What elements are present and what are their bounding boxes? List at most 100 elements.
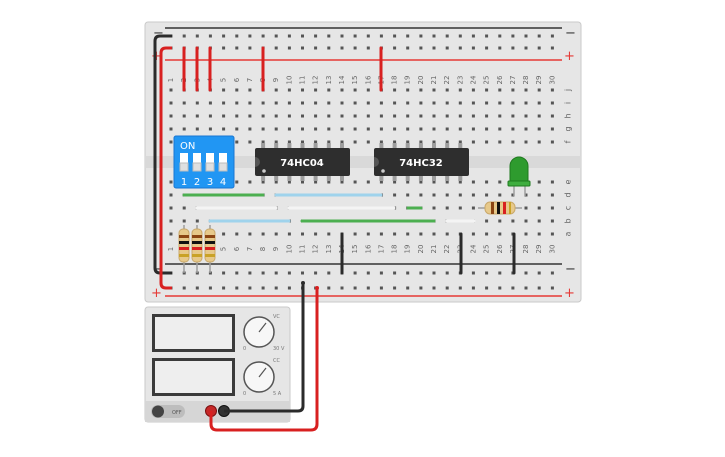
column-number-bottom: 22 — [443, 245, 451, 254]
rail-hole — [406, 46, 410, 50]
rail-hole — [314, 34, 318, 38]
breadboard-hole — [445, 206, 449, 210]
resistor-band — [205, 241, 215, 244]
column-number-top: 23 — [456, 76, 464, 85]
rail-hole — [445, 271, 449, 275]
chip-74hc32-pins — [379, 143, 463, 181]
rail-hole — [353, 286, 357, 290]
chip-pin — [326, 143, 331, 149]
chip-74hc04[interactable]: 74HC04 — [255, 143, 350, 181]
column-number-bottom: 26 — [496, 244, 504, 253]
dip-toggle-slot[interactable] — [219, 153, 227, 171]
column-number-bottom: 30 — [548, 245, 556, 254]
breadboard-hole — [366, 127, 370, 131]
breadboard-hole — [432, 232, 436, 236]
ground-loop-wire[interactable] — [153, 34, 172, 275]
chip-pin — [379, 175, 384, 181]
breadboard-hole — [432, 180, 436, 184]
breadboard-hole — [261, 232, 265, 236]
power-loop-wire[interactable] — [159, 46, 172, 290]
dip-toggle-lever — [205, 162, 215, 172]
column-number-top: 30 — [548, 76, 556, 85]
breadboard-hole — [195, 219, 199, 223]
rail-hole — [235, 271, 239, 275]
current-display — [155, 361, 232, 393]
rail-hole — [485, 46, 489, 50]
supply-ground-lead[interactable] — [224, 283, 305, 413]
breadboard-hole — [287, 232, 291, 236]
chip-pin — [405, 143, 410, 149]
breadboard-hole — [498, 140, 502, 144]
supply-positive-lead[interactable] — [209, 288, 319, 432]
resistor-body[interactable] — [178, 228, 190, 263]
resistor-band — [179, 254, 189, 257]
breadboard-hole — [208, 101, 212, 105]
chip-pin — [392, 143, 397, 149]
bottom-left-minus-label: − — [153, 262, 164, 277]
column-number-top: 27 — [509, 76, 517, 85]
green-led[interactable] — [507, 156, 531, 196]
rail-hole — [301, 34, 304, 38]
breadboard-hole — [511, 219, 515, 223]
rail-hole — [419, 286, 423, 290]
power-switch-label: OFF — [172, 410, 182, 416]
breadboard-hole — [524, 219, 528, 223]
breadboard-hole — [393, 101, 397, 105]
breadboard-hole — [169, 114, 173, 118]
chip-74hc04-notch — [255, 157, 260, 167]
current-scale-max: 5 A — [273, 391, 282, 397]
rail-hole — [379, 286, 383, 290]
breadboard-hole — [314, 140, 318, 144]
rail-hole — [471, 286, 475, 290]
rail-hole — [287, 34, 291, 38]
dip-toggle-slot[interactable] — [180, 153, 188, 171]
breadboard-hole — [537, 219, 541, 223]
column-numbers-bottom: 1234567891011121314151617181920212223242… — [167, 244, 556, 253]
rail-hole — [314, 271, 318, 275]
led-resistor[interactable] — [478, 201, 522, 215]
breadboard-hole — [445, 193, 449, 197]
breadboard-hole — [445, 114, 449, 118]
rail-hole — [301, 46, 304, 50]
breadboard-hole — [301, 140, 304, 144]
rail-hole — [366, 46, 370, 50]
top-right-plus-label: + — [564, 49, 575, 64]
breadboard-hole — [248, 88, 252, 92]
column-number-top: 19 — [404, 76, 412, 85]
chip-74hc04-pins — [261, 143, 344, 181]
rail-hole — [222, 34, 226, 38]
breadboard-hole — [274, 114, 278, 118]
rail-hole — [445, 286, 449, 290]
rail-hole — [366, 271, 370, 275]
column-number-top: 21 — [430, 76, 438, 85]
row-letter-bottom: c — [564, 206, 573, 210]
breadboard-hole — [485, 219, 489, 223]
dip-toggle-slot[interactable] — [193, 153, 201, 171]
resistor-body[interactable] — [204, 228, 216, 263]
top-right-minus-label: − — [565, 26, 576, 41]
breadboard-hole — [485, 232, 489, 236]
rail-hole — [327, 271, 331, 275]
breadboard-hole — [524, 232, 528, 236]
rail-hole — [471, 34, 475, 38]
breadboard-hole — [524, 140, 528, 144]
rail-hole — [550, 286, 554, 290]
breadboard-hole — [524, 114, 528, 118]
breadboard-hole — [485, 140, 489, 144]
rail-hole — [274, 46, 278, 50]
breadboard-hole — [550, 101, 554, 105]
led-rim — [507, 180, 531, 187]
breadboard-hole — [261, 114, 265, 118]
chip-74hc32-pin1-dot — [381, 169, 385, 173]
breadboard-hole — [340, 127, 344, 131]
rail-hole — [524, 46, 528, 50]
ground-drop-wires — [340, 232, 516, 275]
resistor-body[interactable] — [191, 228, 203, 263]
breadboard-hole — [327, 88, 331, 92]
column-number-top: 20 — [417, 76, 425, 85]
chip-74hc32[interactable]: 74HC32 — [374, 143, 469, 181]
dip-toggle-slot[interactable] — [206, 153, 214, 171]
breadboard-hole — [511, 88, 515, 92]
